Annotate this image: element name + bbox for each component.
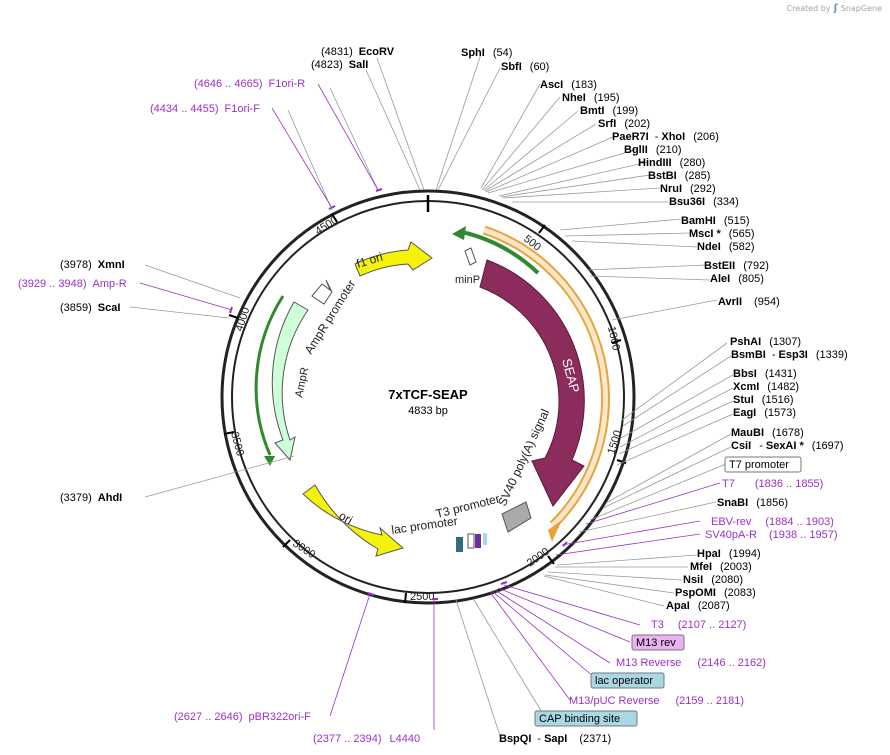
feature-cap-binding-site: CAP binding site bbox=[539, 713, 620, 725]
site-avrii: AvrII(954) bbox=[718, 296, 780, 308]
tick-label-3000: 3000 bbox=[290, 538, 317, 562]
t7-promoter-box bbox=[724, 456, 802, 473]
primer-l4440: (2377 .. 2394)L4440 bbox=[313, 733, 420, 745]
site-hindiii: HindIII(280) bbox=[638, 157, 705, 169]
site-snabi: SnaBI(1856) bbox=[717, 497, 788, 509]
feature-m13-rev: M13 rev bbox=[636, 637, 676, 649]
sv40-polya-block bbox=[501, 501, 532, 533]
primer-t7: T7(1836 .. 1855) bbox=[722, 478, 823, 490]
seap-outline-arrowhead bbox=[548, 520, 562, 542]
site-nsii: NsiI(2080) bbox=[683, 574, 743, 586]
primer-f1ori-r: (4646 .. 4665)F1ori-R bbox=[194, 78, 305, 90]
site-bamhi: BamHI(515) bbox=[681, 215, 750, 227]
seap-outline-inner bbox=[483, 227, 608, 527]
site-xcmi: XcmI(1482) bbox=[733, 381, 799, 393]
site-stui: StuI(1516) bbox=[733, 394, 794, 406]
ampr-promoter-arrow bbox=[311, 279, 333, 305]
m13-rev-block bbox=[475, 534, 481, 548]
scale-tick-marks bbox=[223, 213, 627, 604]
site-bmti: BmtI(199) bbox=[580, 105, 638, 117]
leader-lines bbox=[129, 53, 734, 737]
site-maubi: MauBI(1678) bbox=[731, 427, 804, 439]
cap-binding-site-box bbox=[534, 710, 638, 727]
site-bsteii: BstEII(792) bbox=[704, 260, 769, 272]
site-alei: AleI(805) bbox=[710, 273, 764, 285]
site-bsmbi-esp3i: BsmBI-Esp3I(1339) bbox=[731, 349, 848, 361]
feature-lac-operator: lac operator bbox=[595, 675, 653, 687]
tick-label-1500: 1500 bbox=[605, 429, 624, 456]
ampr-arrow bbox=[271, 301, 309, 462]
site-scai: (3859)ScaI bbox=[60, 302, 120, 314]
site-hpai: HpaI(1994) bbox=[697, 548, 761, 560]
primer-sv40pa-r: SV40pA-R(1938 .. 1957) bbox=[705, 529, 837, 541]
tick-label-4500: 4500 bbox=[313, 214, 340, 237]
seap-arrow bbox=[479, 259, 585, 507]
primer-f1ori-f: (4434 .. 4455)F1ori-F bbox=[150, 103, 260, 115]
site-bsu36i: Bsu36I(334) bbox=[669, 196, 739, 208]
site-sphi: SphI(54) bbox=[461, 47, 512, 59]
site-asci: AscI(183) bbox=[540, 79, 597, 91]
cap-binding-block bbox=[456, 537, 463, 552]
ori-label: ori bbox=[337, 508, 356, 527]
ori-arrow bbox=[302, 484, 405, 557]
site-bglii: BglII(210) bbox=[624, 144, 682, 156]
primer-m13-puc-reverse: M13/pUC Reverse(2159 .. 2181) bbox=[569, 695, 744, 707]
site-paer7i-xhoi: PaeR7I-XhoI(206) bbox=[612, 131, 719, 143]
primer-pbr322ori-f: (2627 .. 2646)pBR322ori-F bbox=[174, 711, 311, 723]
lac-operator-block bbox=[483, 533, 487, 545]
site-csii-sexai: CsiI-SexAI *(1697) bbox=[731, 440, 844, 452]
minp-green-arrow bbox=[461, 230, 540, 275]
site-bspqi-sapi: BspQI-SapI(2371) bbox=[499, 733, 611, 745]
site-sbfi: SbfI(60) bbox=[501, 61, 549, 73]
primer-amp-r: (3929 .. 3948)Amp-R bbox=[18, 278, 127, 290]
f1-ori-arrow bbox=[354, 241, 433, 277]
tick-label-2500: 2500 bbox=[410, 591, 434, 603]
credit-brand: SnapGene bbox=[840, 4, 882, 13]
site-nrui: NruI(292) bbox=[660, 183, 716, 195]
site-labels: (4831)EcoRV (4823)SalI (4646 .. 4665)F1o… bbox=[18, 46, 848, 745]
minp-label: minP bbox=[455, 274, 480, 286]
minp-box bbox=[464, 247, 477, 266]
site-nhei: NheI(195) bbox=[562, 92, 620, 104]
snapgene-credit: Created by ʃ SnapGene bbox=[787, 3, 882, 14]
site-sali: (4823)SalI bbox=[311, 59, 368, 71]
feature-t7-promoter: T7 promoter bbox=[729, 459, 789, 471]
site-xmni: (3978)XmnI bbox=[60, 259, 125, 271]
primer-t3: T3(2107 .. 2127) bbox=[651, 619, 746, 631]
backbone-outer-circle bbox=[220, 189, 636, 605]
lac-promoter-block bbox=[467, 533, 475, 549]
sv40-polya-label: SV40 poly(A) signal bbox=[495, 407, 552, 508]
site-ndei: NdeI(582) bbox=[697, 241, 755, 253]
plasmid-size: 4833 bp bbox=[408, 405, 448, 417]
ampr-label: AmpR bbox=[293, 366, 311, 398]
site-ecorv: (4831)EcoRV bbox=[321, 46, 395, 58]
site-bbsi: BbsI(1431) bbox=[733, 368, 797, 380]
site-pshai: PshAI(1307) bbox=[730, 336, 801, 348]
primer-leader-lines bbox=[139, 83, 721, 730]
site-pspomi: PspOMI(2083) bbox=[675, 587, 756, 599]
site-mfei: MfeI(2003) bbox=[690, 561, 752, 573]
site-msci: MscI *(565) bbox=[689, 228, 754, 240]
tick-label-1000: 1000 bbox=[605, 325, 622, 351]
tick-label-4000: 4000 bbox=[233, 306, 252, 333]
t3-promoter-label: T3 promoter bbox=[434, 492, 501, 521]
credit-prefix: Created by bbox=[786, 4, 831, 13]
site-srfi: SrfI(202) bbox=[598, 118, 650, 130]
primer-m13-reverse: M13 Reverse(2146 .. 2162) bbox=[616, 657, 766, 669]
site-bstbi: BstBI(285) bbox=[648, 170, 710, 182]
ampr-green-arrow bbox=[254, 295, 285, 456]
site-eagi: EagI(1573) bbox=[733, 407, 796, 419]
site-ahdi: (3379)AhdI bbox=[60, 492, 122, 504]
m13-rev-box bbox=[631, 634, 685, 651]
site-apai: ApaI(2087) bbox=[666, 600, 730, 612]
primer-ebv-rev: EBV-rev(1884 .. 1903) bbox=[711, 516, 834, 528]
plasmid-name: 7xTCF-SEAP bbox=[388, 387, 468, 402]
lac-operator-box bbox=[590, 672, 665, 689]
snapgene-logo-icon: ʃ bbox=[833, 3, 838, 14]
